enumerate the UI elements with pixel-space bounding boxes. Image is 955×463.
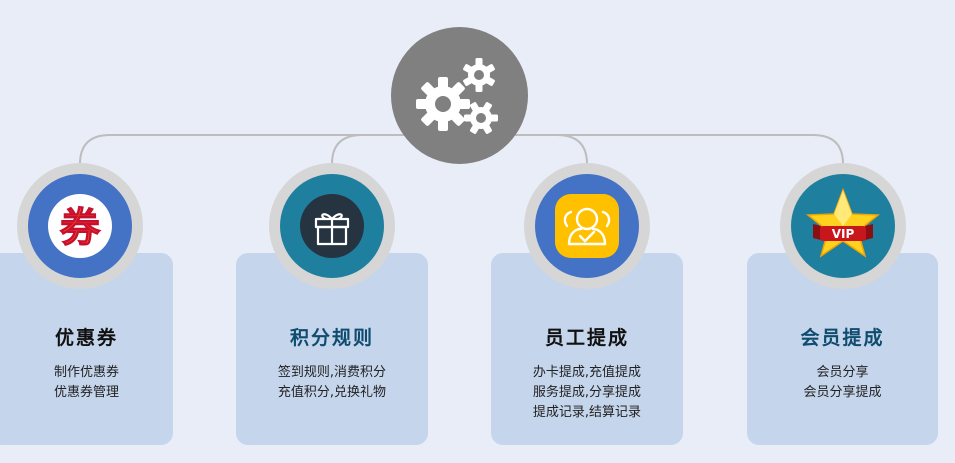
card-line: 服务提成,分享提成: [532, 385, 642, 400]
connector-line: [79, 134, 445, 165]
vip-icon-circle: VIP: [791, 174, 895, 278]
gift-icon-circle: [280, 174, 384, 278]
vip-star-icon: VIP: [805, 187, 881, 258]
card-line: 办卡提成,充值提成: [532, 365, 642, 380]
card-description: 制作优惠券 优惠券管理: [0, 363, 173, 403]
card-line: 充值积分,兑换礼物: [277, 385, 387, 400]
card-line: 会员分享: [816, 365, 869, 380]
staff-bubble: [524, 163, 650, 289]
card-description: 办卡提成,充值提成 服务提成,分享提成 提成记录,结算记录: [491, 363, 683, 423]
card-staff-commission: 员工提成 办卡提成,充值提成 服务提成,分享提成 提成记录,结算记录: [491, 253, 683, 445]
staff-icon-circle: [535, 174, 639, 278]
card-title: 员工提成: [544, 327, 629, 349]
card-title: 优惠券: [54, 327, 118, 349]
card-description: 签到规则,消费积分 充值积分,兑换礼物: [236, 363, 428, 403]
coupon-icon-circle: 券: [28, 174, 132, 278]
gift-icon: [300, 194, 364, 258]
connector-line: [331, 134, 363, 165]
center-hub: [391, 27, 528, 164]
card-line: 签到规则,消费积分: [277, 365, 387, 380]
coupon-glyph: 券: [60, 205, 101, 251]
card-title: 积分规则: [289, 327, 374, 349]
card-line: 会员分享提成: [803, 385, 882, 400]
card-line: 优惠券管理: [53, 385, 119, 400]
staff-icon: [555, 194, 619, 258]
coupon-icon: 券: [48, 194, 112, 258]
connector-line: [480, 134, 844, 165]
vip-bubble: VIP: [780, 163, 906, 289]
gift-bubble: [269, 163, 395, 289]
vip-badge-text: VIP: [832, 227, 855, 241]
card-title: 会员提成: [800, 327, 885, 349]
gears-icon: [416, 58, 498, 134]
coupon-bubble: 券: [17, 163, 143, 289]
connector-line: [556, 134, 588, 165]
card-description: 会员分享 会员分享提成: [747, 363, 938, 403]
card-line: 提成记录,结算记录: [532, 405, 642, 420]
card-line: 制作优惠券: [53, 365, 119, 380]
